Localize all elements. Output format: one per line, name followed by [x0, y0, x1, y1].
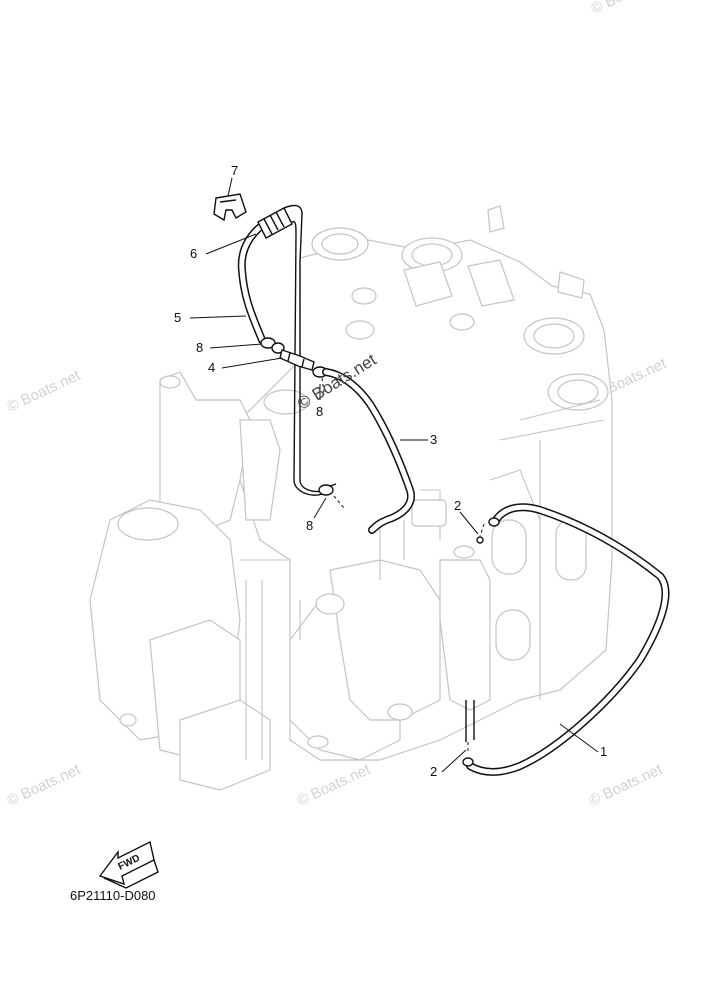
callout-2-upper: 2	[454, 498, 461, 513]
watermark-bottom-left: © Boats.net	[5, 761, 84, 810]
callout-6: 6	[190, 246, 197, 261]
callout-7: 7	[231, 163, 238, 178]
fwd-arrow-icon: FWD	[98, 840, 159, 889]
clamp-part-8-lower	[318, 483, 345, 509]
watermark-left: © Boats.net	[5, 367, 84, 416]
hose-part-1	[466, 503, 670, 776]
clamp-part-2-upper	[476, 517, 500, 544]
hose-part-3	[322, 368, 415, 534]
callout-8-right: 8	[316, 404, 323, 419]
leader-lines	[189, 177, 599, 773]
callout-3: 3	[430, 432, 437, 447]
watermark-bottom-right: © Boats.net	[587, 761, 666, 810]
sleeve-part-6	[257, 207, 293, 239]
clamp-part-2-lower	[462, 700, 475, 767]
valve-part-4	[279, 349, 315, 371]
callout-2-lower: 2	[430, 764, 437, 779]
engine-block	[89, 205, 613, 791]
hoses	[213, 193, 670, 776]
callout-8-upper: 8	[196, 340, 203, 355]
clip-part-7	[213, 193, 247, 222]
callout-4: 4	[208, 360, 215, 375]
callouts: 7 6 5 8 4 8 3 2 8 1 2	[174, 163, 607, 779]
clamp-part-8-upper	[260, 337, 285, 354]
hose-part-5	[237, 216, 274, 344]
watermark-top-right: © Boats.net	[589, 0, 668, 18]
diagram-code: 6P21110-D080	[70, 888, 156, 903]
callout-5: 5	[174, 310, 181, 325]
watermark-bottom-center: © Boats.net	[295, 761, 374, 810]
callout-8-lower: 8	[306, 518, 313, 533]
callout-1: 1	[600, 744, 607, 759]
